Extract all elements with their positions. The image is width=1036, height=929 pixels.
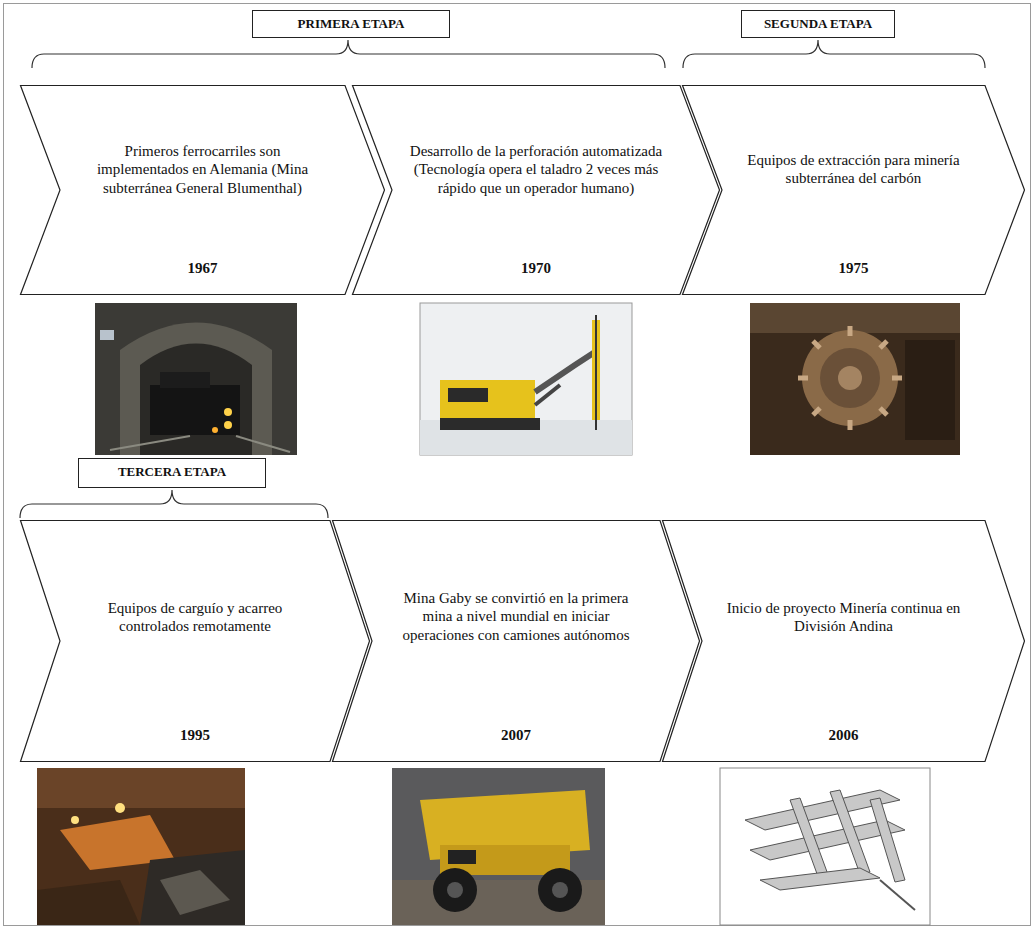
event-description: Primeros ferrocarriles son implementados… xyxy=(77,142,328,197)
photo-railway xyxy=(95,303,297,455)
event-description: Equipos de extracción para minería subte… xyxy=(739,151,968,188)
chevron-shape xyxy=(21,521,370,762)
timeline-chevron: Primeros ferrocarriles son implementados… xyxy=(20,85,385,295)
stage-label-text: PRIMERA ETAPA xyxy=(298,16,405,31)
timeline-chevron: Mina Gaby se convirtió en la primera min… xyxy=(332,520,700,762)
stage-bracket xyxy=(32,40,665,68)
event-year: 2006 xyxy=(719,726,968,744)
event-description: Equipos de carguío y acarreo controlados… xyxy=(77,599,313,636)
event-year: 2007 xyxy=(389,726,643,744)
photo-coal-cutter xyxy=(750,303,960,455)
event-year: 1995 xyxy=(77,726,313,744)
photo-haul-truck xyxy=(392,768,605,925)
stage-label: TERCERA ETAPA xyxy=(78,458,266,488)
chevron-shape xyxy=(353,86,720,295)
event-year: 1970 xyxy=(409,259,663,277)
photo-loader xyxy=(37,768,245,925)
chevron-shape xyxy=(333,521,700,762)
photo-drill-rig xyxy=(420,303,632,455)
chevron-outline xyxy=(662,520,1025,762)
stage-bracket xyxy=(683,40,985,68)
timeline-chevron: Desarrollo de la perforación automatizad… xyxy=(352,85,720,295)
timeline-chevron: Equipos de carguío y acarreo controlados… xyxy=(20,520,370,762)
photo-layout-drawing xyxy=(720,768,930,925)
stage-bracket xyxy=(20,490,328,518)
chevron-shape xyxy=(683,86,1025,295)
event-year: 1967 xyxy=(77,259,328,277)
stage-label: PRIMERA ETAPA xyxy=(252,10,450,38)
stage-label: SEGUNDA ETAPA xyxy=(741,10,895,38)
chevron-outline xyxy=(20,520,370,762)
event-description: Desarrollo de la perforación automatizad… xyxy=(409,142,663,197)
event-description: Mina Gaby se convirtió en la primera min… xyxy=(389,589,643,644)
frame xyxy=(4,4,1031,926)
stage-label-text: TERCERA ETAPA xyxy=(118,464,226,479)
event-year: 1975 xyxy=(739,259,968,277)
stage-label-text: SEGUNDA ETAPA xyxy=(764,16,872,31)
event-description: Inicio de proyecto Minería continua en D… xyxy=(719,599,968,636)
chevron-shape xyxy=(21,86,385,295)
chevron-shape xyxy=(663,521,1025,762)
timeline-chevron: Equipos de extracción para minería subte… xyxy=(682,85,1025,295)
timeline-chevron: Inicio de proyecto Minería continua en D… xyxy=(662,520,1025,762)
